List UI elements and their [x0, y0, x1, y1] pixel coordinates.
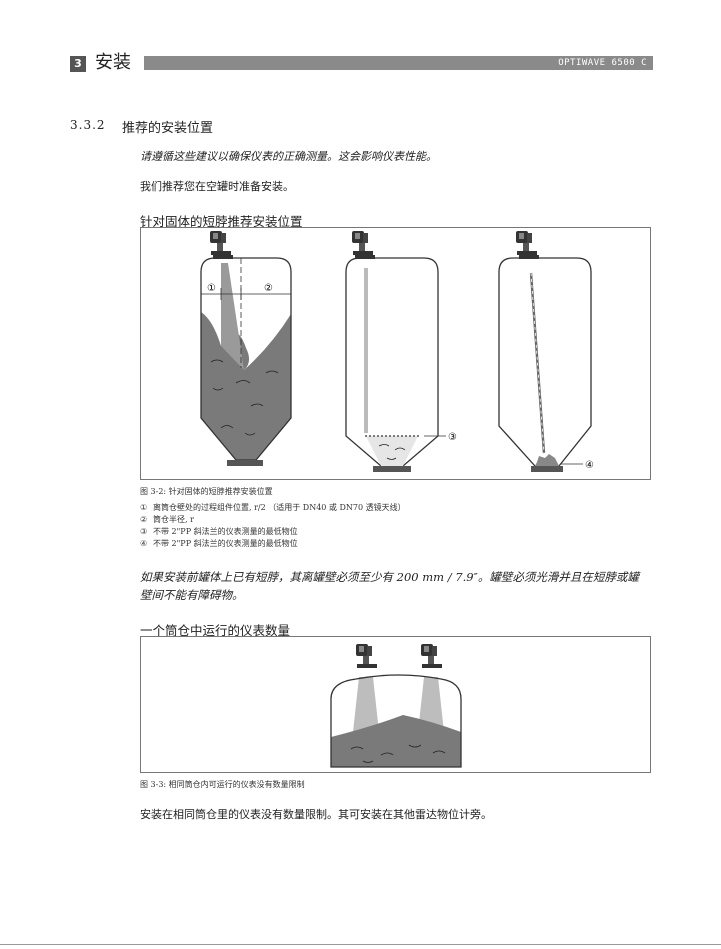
- figure1-legend: ① 离筒仓壁处的过程组件位置, r/2 （适用于 DN40 或 DN70 透镜天…: [140, 502, 406, 550]
- multi-gauge-silo-diagram: [330, 644, 466, 768]
- legend-marker: ②: [140, 515, 148, 524]
- silo-2: ③: [345, 231, 457, 472]
- figure2-caption: 图 3-3: 相同筒仓内可运行的仪表没有数量限制: [140, 780, 305, 789]
- intro-note: 请遵循这些建议以确保仪表的正确测量。这会影响仪表性能。: [140, 150, 437, 163]
- figure1-caption: 图 3-2: 针对固体的短脖推荐安装位置: [140, 487, 273, 496]
- figure2-box: [140, 636, 651, 773]
- radar-gauge-icon: [356, 644, 377, 668]
- figure1-box: ① ② ③ ④: [140, 227, 651, 480]
- legend-text: 不带 2"PP 斜法兰的仪表测量的最低物位: [153, 527, 298, 536]
- intro-text: 我们推荐您在空罐时准备安装。: [140, 180, 294, 193]
- legend-text: 不带 2"PP 斜法兰的仪表测量的最低物位: [153, 539, 298, 548]
- legend-text: 离筒仓壁处的过程组件位置, r/2 （适用于 DN40 或 DN70 透镜天线）: [153, 503, 406, 512]
- figure2-heading: 一个筒仓中运行的仪表数量: [140, 623, 291, 638]
- callout-4: ④: [585, 460, 594, 471]
- radar-gauge-icon: [421, 644, 442, 668]
- closing-text: 安装在相同筒仓里的仪表没有数量限制。其可安装在其他雷达物位计旁。: [140, 808, 492, 821]
- legend-item: ② 筒仓半径, r: [140, 514, 406, 526]
- callout-2: ②: [264, 283, 273, 294]
- legend-marker: ③: [140, 527, 148, 536]
- page-bottom-border: [0, 944, 721, 945]
- legend-item: ① 离筒仓壁处的过程组件位置, r/2 （适用于 DN40 或 DN70 透镜天…: [140, 502, 406, 514]
- chapter-title: 安装: [95, 52, 131, 73]
- figure1-heading: 针对固体的短脖推荐安装位置: [140, 214, 303, 229]
- radar-gauge-icon: [352, 231, 373, 255]
- legend-marker: ④: [140, 539, 148, 548]
- legend-item: ③ 不带 2"PP 斜法兰的仪表测量的最低物位: [140, 526, 406, 538]
- legend-marker: ①: [140, 503, 148, 512]
- legend-text: 筒仓半径, r: [153, 515, 194, 524]
- silo-1: ① ②: [200, 231, 292, 466]
- chapter-header-bar: OPTIWAVE 6500 C: [144, 56, 653, 70]
- section-title: 推荐的安装位置: [122, 121, 214, 136]
- product-name: OPTIWAVE 6500 C: [558, 58, 647, 68]
- silo-3: ④: [498, 231, 594, 472]
- section-number: 3.3.2: [70, 118, 106, 132]
- chapter-number-badge: 3: [70, 56, 86, 72]
- silo-installation-diagram: ① ② ③ ④: [200, 231, 594, 472]
- callout-1: ①: [207, 283, 216, 294]
- radar-gauge-icon: [210, 231, 231, 255]
- callout-3: ③: [448, 432, 457, 443]
- legend-item: ④ 不带 2"PP 斜法兰的仪表测量的最低物位: [140, 538, 406, 550]
- warning-text: 如果安装前罐体上已有短脖，其离罐壁必须至少有 200 mm / 7.9″。罐壁必…: [140, 570, 639, 602]
- radar-gauge-icon: [516, 231, 537, 255]
